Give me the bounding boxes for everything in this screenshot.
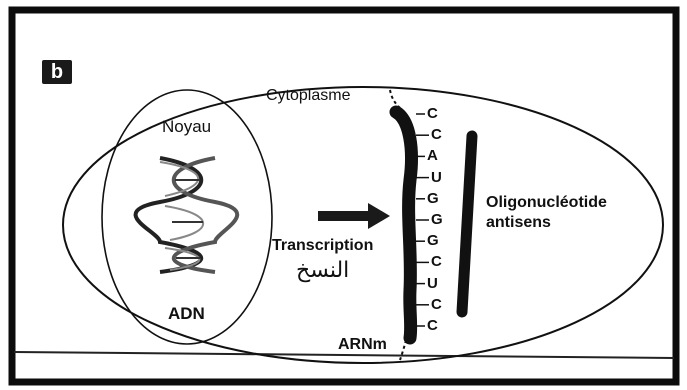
dna-helix-icon	[136, 158, 238, 272]
transcription-arabic-label: النسخ	[296, 260, 349, 282]
transcription-label: Transcription	[272, 238, 373, 254]
mrna-base: C	[431, 126, 442, 143]
mrna-base: C	[427, 105, 438, 122]
mrna-label: ARNm	[338, 337, 387, 353]
mrna-base: U	[431, 169, 442, 186]
mrna-base: G	[427, 232, 439, 249]
mrna-base: C	[431, 253, 442, 270]
mrna-base: G	[431, 211, 443, 228]
antisense-oligonucleotide	[462, 136, 472, 312]
antisense-label-line1: Oligonucléotide	[486, 195, 607, 211]
mrna-base: G	[427, 190, 439, 207]
mrna-base: A	[427, 147, 438, 164]
mrna-strand	[390, 90, 429, 360]
nucleus-label: Noyau	[162, 118, 211, 135]
mrna-base: C	[431, 296, 442, 313]
antisense-label-line2: antisens	[486, 215, 551, 231]
cytoplasm-label: Cytoplasme	[266, 88, 350, 104]
mrna-base: U	[427, 275, 438, 292]
panel-badge: b	[42, 60, 72, 84]
transcription-arrow	[318, 203, 390, 229]
dna-label: ADN	[168, 305, 205, 322]
cell-outline	[63, 87, 663, 363]
mrna-base: C	[427, 317, 438, 334]
